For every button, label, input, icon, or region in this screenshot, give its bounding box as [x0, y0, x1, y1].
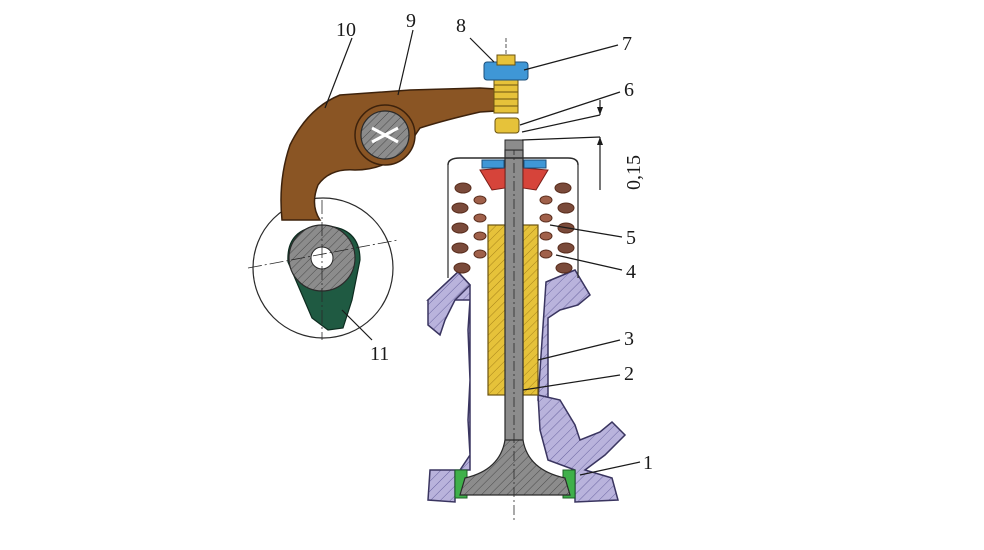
label-5: 5 [626, 227, 636, 249]
label-10: 10 [336, 19, 356, 41]
label-11: 11 [370, 343, 389, 365]
part-labels: 1 2 3 4 5 6 7 8 9 10 11 [324, 10, 653, 476]
label-8: 8 [456, 15, 466, 37]
clearance-dimension: 0,15 [521, 100, 645, 190]
label-1: 1 [643, 452, 653, 474]
label-6: 6 [624, 79, 634, 101]
spring-retainer [479, 159, 549, 191]
cylinder-head [426, 269, 627, 503]
screw-pad [494, 117, 524, 151]
clearance-value: 0,15 [623, 155, 645, 190]
lock-nut [483, 38, 529, 81]
label-4: 4 [626, 261, 636, 283]
camshaft [247, 197, 399, 340]
valve [459, 145, 571, 520]
label-2: 2 [624, 363, 634, 385]
valve-springs [447, 157, 579, 278]
label-9: 9 [406, 10, 416, 32]
adjusting-screw [493, 77, 519, 114]
label-3: 3 [624, 328, 634, 350]
rocker-arm [280, 87, 513, 221]
label-7: 7 [622, 33, 632, 55]
